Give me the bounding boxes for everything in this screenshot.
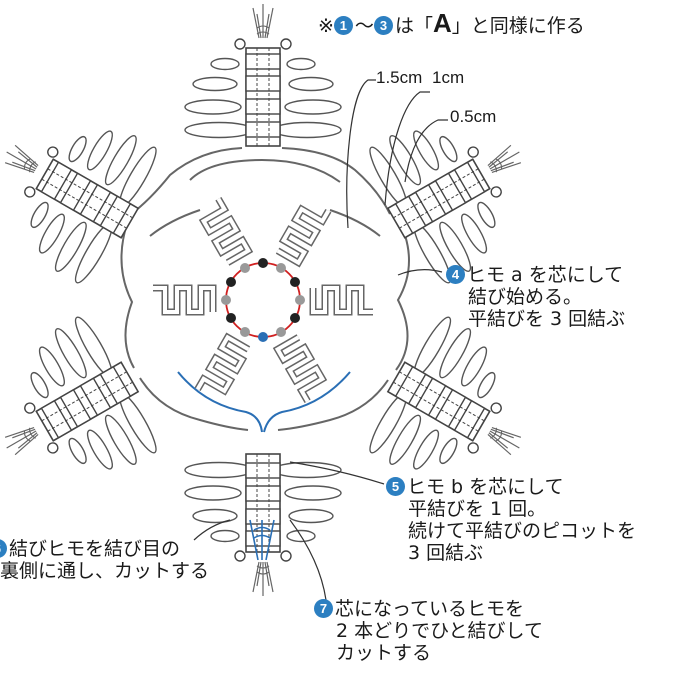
step-5-line-3: 続けて平結びのピコットを xyxy=(408,520,637,542)
step-4-line-3: 平結びを 3 回結ぶ xyxy=(468,308,626,330)
note-badge-1: 1 xyxy=(333,16,353,35)
step-5-badge: 5 xyxy=(386,477,405,496)
step-6-note: 6結びヒモを結び目の 裏側に通し、カットする xyxy=(0,538,209,582)
measure-1-5cm: 1.5cm xyxy=(376,68,423,87)
step-7-badge: 7 xyxy=(314,599,333,618)
note-suffix: 」と同様に作る xyxy=(451,15,585,37)
step-6-badge: 6 xyxy=(0,539,7,558)
step-4-badge: 4 xyxy=(446,265,465,284)
measure-1cm: 1cm xyxy=(432,68,465,87)
note-prefix: ※ xyxy=(318,15,334,37)
step-5-line-4: 3 回結ぶ xyxy=(408,542,484,564)
measure-0-5cm: 0.5cm xyxy=(450,107,497,126)
note-range: ～ xyxy=(354,15,374,37)
step-7-line-1: 芯になっているヒモを xyxy=(335,598,525,620)
step-5-line-1: ヒモ b を芯にして xyxy=(407,476,564,498)
step-7-line-2: 2 本どりでひと結びして xyxy=(336,620,543,642)
step-7-line-3: カットする xyxy=(336,642,432,664)
step-4-line-2: 結び始める。 xyxy=(468,286,583,308)
note-badge-3: 3 xyxy=(373,16,393,35)
note-mid: は「 xyxy=(394,15,433,37)
step-6-line-2: 裏側に通し、カットする xyxy=(0,560,210,582)
step-6-line-1: 結びヒモを結び目の xyxy=(9,538,181,560)
step-5-line-2: 平結びを 1 回。 xyxy=(408,498,547,520)
note-letter: A xyxy=(432,8,452,38)
step-4-line-1: ヒモ a を芯にして xyxy=(467,264,624,286)
